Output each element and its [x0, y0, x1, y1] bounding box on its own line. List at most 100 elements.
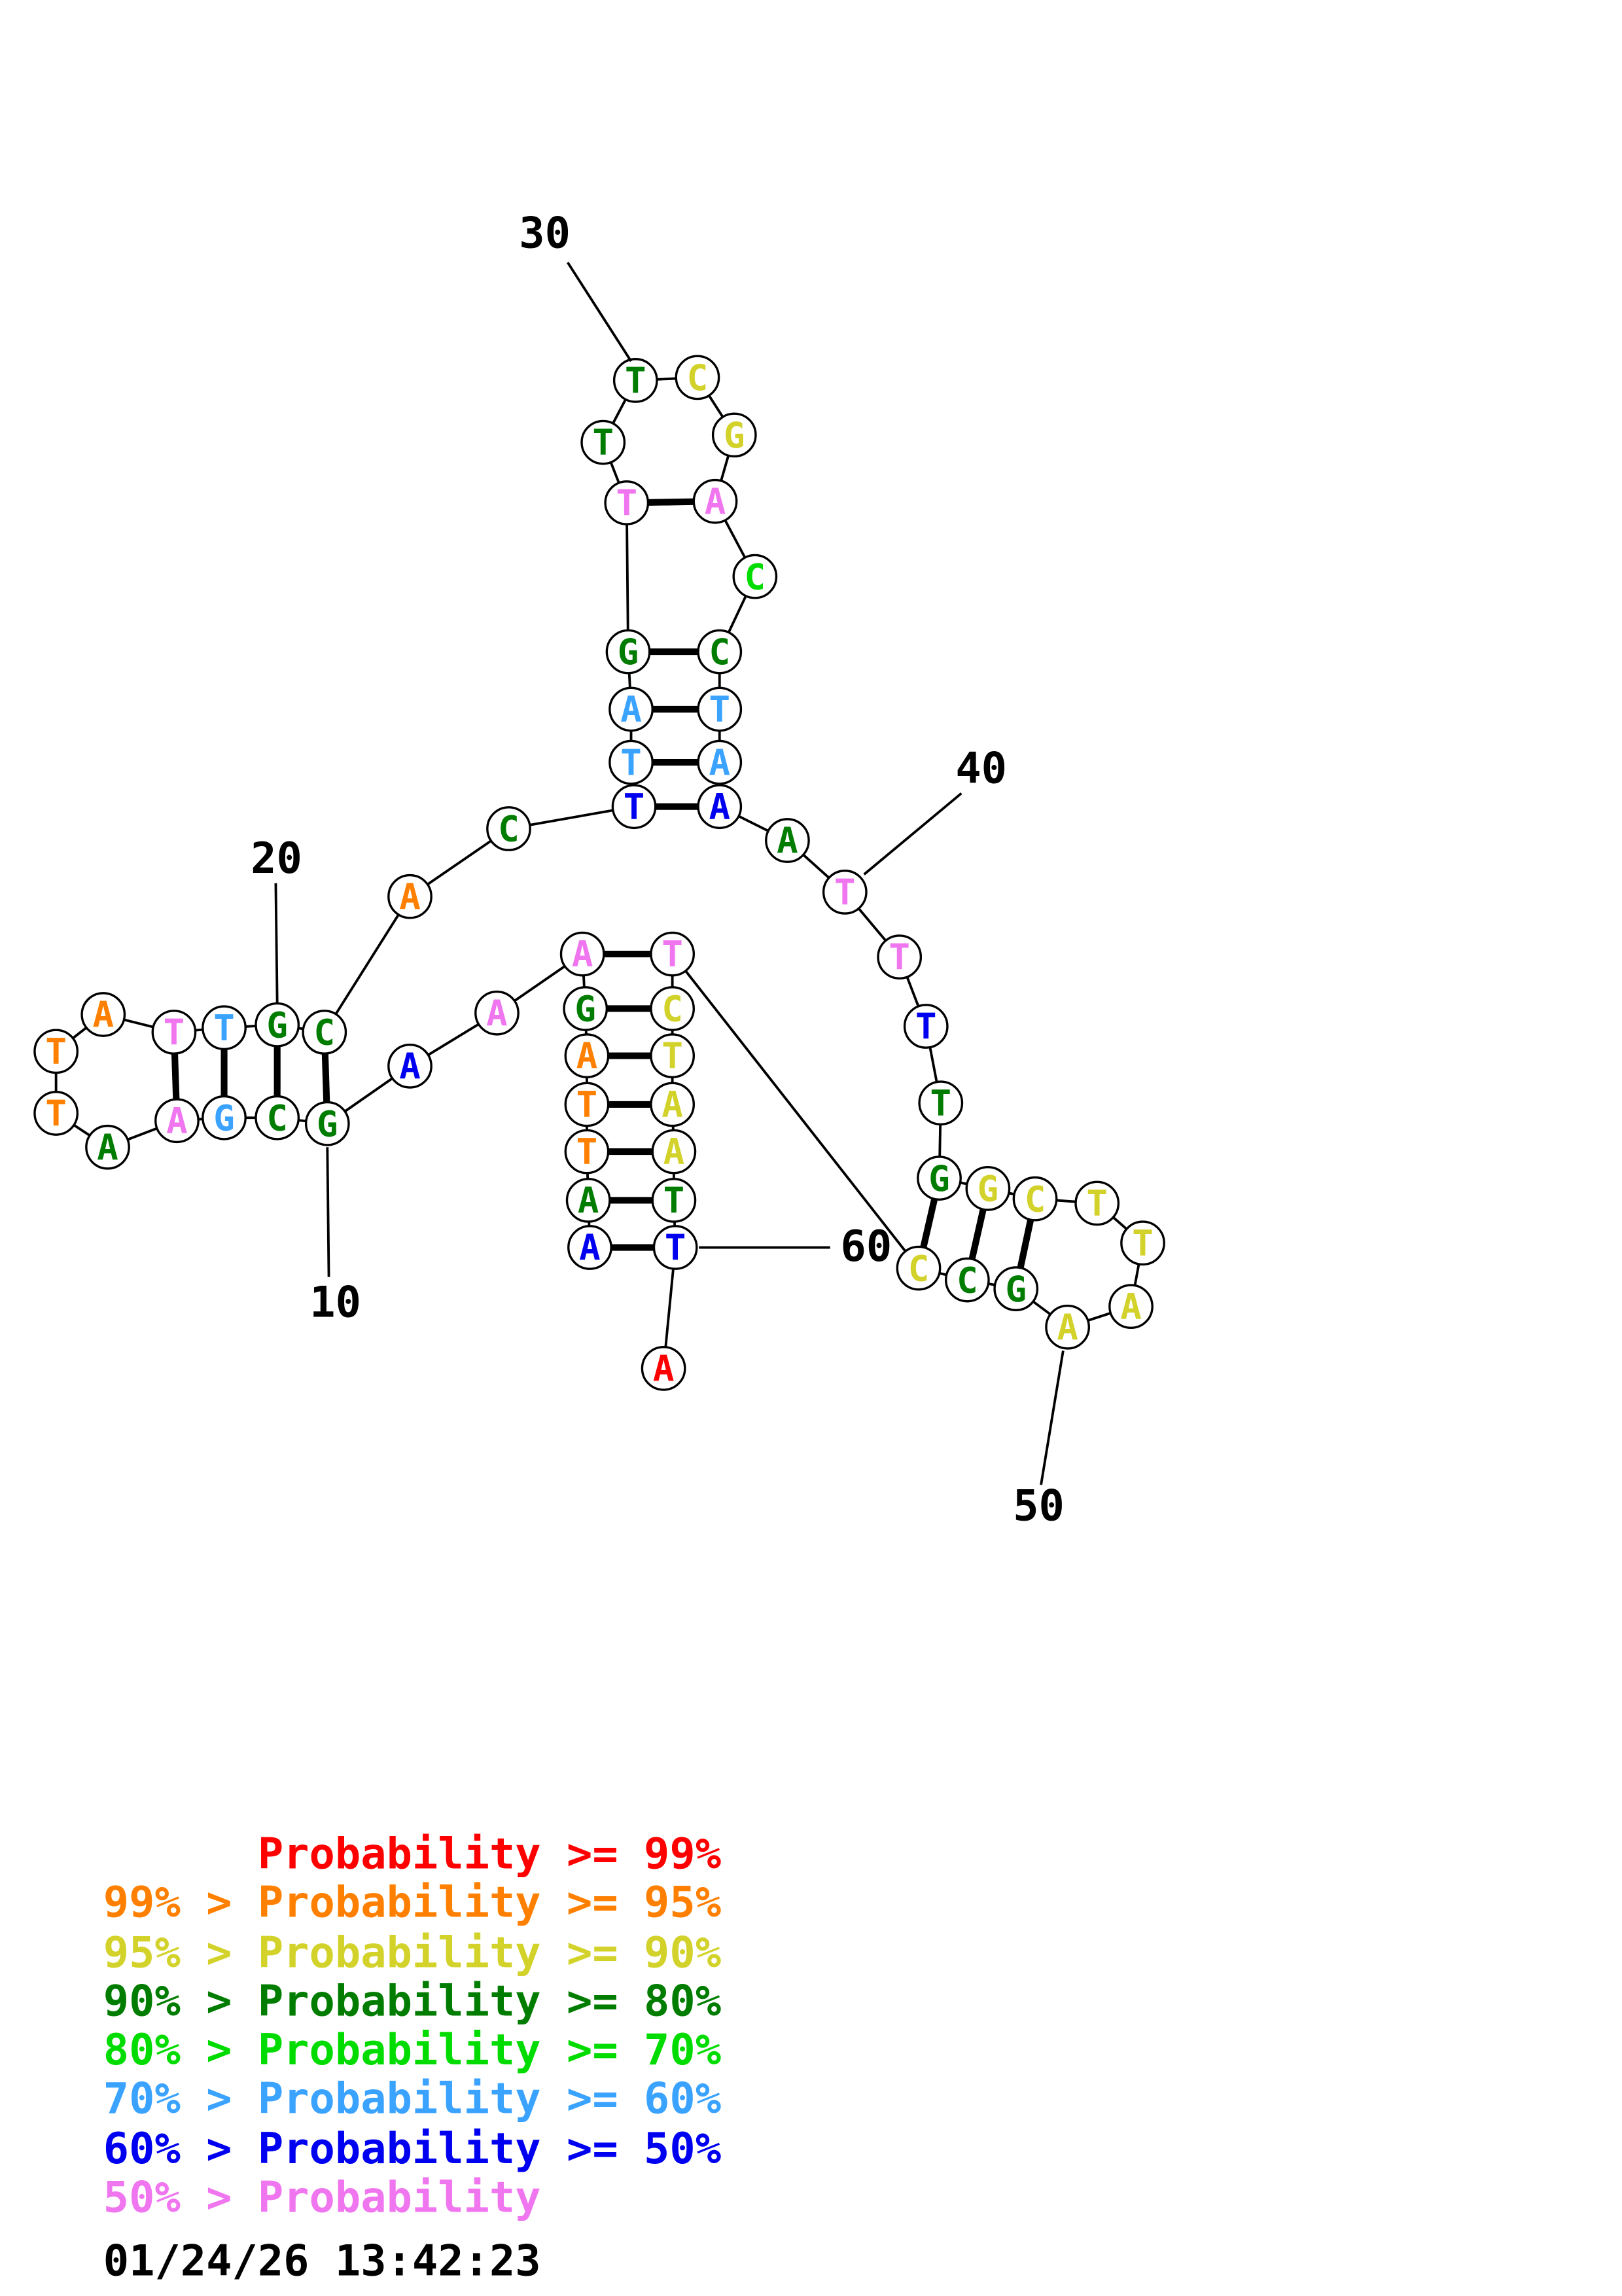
nucleotide-circle	[564, 1033, 610, 1078]
legend-entry: 80% > Probability >= 70%	[103, 2024, 722, 2075]
nucleotide-base: A	[661, 1084, 683, 1125]
sequence-position-label: 30	[519, 209, 571, 258]
legend-entry: Probability >= 99%	[103, 1828, 722, 1879]
nucleotide-base: A	[709, 786, 730, 828]
nucleotide-circle	[675, 355, 720, 400]
nucleotide-circle	[641, 1345, 686, 1391]
label-leader-line	[1040, 1350, 1065, 1485]
nucleotide-base: A	[166, 1101, 188, 1142]
nucleotide-circle	[697, 739, 743, 785]
nucleotide-circle	[202, 1005, 247, 1051]
nucleotide-circle	[652, 1225, 698, 1270]
nucleotide-circle	[822, 870, 868, 915]
nucleotide-base: T	[213, 1008, 235, 1049]
nucleotide-circle	[896, 1245, 942, 1291]
nucleotide-base: T	[576, 1084, 598, 1125]
legend-entry: 70% > Probability >= 60%	[103, 2074, 722, 2125]
nucleotide-circle	[564, 1082, 610, 1127]
sequence-position-label: 20	[251, 834, 302, 883]
nucleotide-circle	[918, 1080, 964, 1126]
nucleotide-base: T	[45, 1031, 67, 1072]
legend-entry: 95% > Probability >= 90%	[103, 1926, 722, 1977]
nucleotide-base: G	[213, 1097, 235, 1139]
nucleotide-base: A	[653, 1348, 675, 1389]
nucleotide-circle	[944, 1257, 990, 1303]
nucleotide-base: T	[624, 786, 645, 828]
nucleotide-base: G	[574, 989, 596, 1030]
nucleotide-base: T	[592, 422, 614, 463]
label-leader-line	[326, 1147, 330, 1277]
nucleotide-circle	[1120, 1220, 1165, 1266]
nucleotide-base: G	[618, 631, 639, 673]
nucleotide-circle	[302, 1010, 347, 1055]
nucleotide-circle	[486, 806, 531, 851]
nucleotide-circle	[650, 986, 696, 1031]
nucleotide-base: C	[745, 556, 766, 597]
nucleotide-base: T	[625, 361, 646, 402]
nucleotide-base: T	[665, 1227, 686, 1269]
nucleotide-circle	[154, 1098, 200, 1144]
nucleotide-base: T	[663, 1180, 685, 1222]
nucleotide-circle	[650, 1033, 696, 1078]
nucleotide-base: A	[705, 481, 726, 522]
nucleotide-base: A	[1057, 1307, 1078, 1348]
nucleotide-circle	[917, 1156, 962, 1201]
nucleotide-circle	[33, 1091, 79, 1136]
timestamp: 01/24/26 13:42:23	[103, 2235, 541, 2286]
nucleotide-base: T	[164, 1012, 185, 1053]
nucleotide-circle	[692, 478, 738, 524]
nucleotide-circle	[387, 1043, 432, 1089]
nucleotide-base: T	[1132, 1223, 1154, 1264]
nucleotide-base: A	[92, 995, 114, 1036]
nucleotide-circle	[304, 1101, 350, 1146]
nucleotide-base: C	[498, 809, 520, 850]
legend-entry: 60% > Probability >= 50%	[103, 2123, 722, 2174]
nucleotide-base: A	[486, 993, 508, 1034]
pair-bonds	[170, 498, 1038, 1290]
nucleotide-base: T	[889, 937, 910, 978]
nucleotide-base: T	[45, 1093, 67, 1135]
label-leader-line	[863, 792, 962, 875]
nucleotide-base: A	[399, 1046, 421, 1087]
nucleotide-base: C	[687, 357, 709, 398]
nucleotide-circle	[563, 986, 608, 1031]
nucleotide-circle	[202, 1095, 247, 1140]
nucleotide-circle	[80, 992, 126, 1037]
nucleotide-base: T	[915, 1006, 937, 1048]
label-leader-line	[274, 883, 279, 1003]
nucleotide-base: T	[620, 742, 642, 783]
nucleotide-base: A	[572, 934, 593, 975]
nucleotide-circle	[33, 1029, 79, 1074]
nucleotide-base: T	[576, 1131, 598, 1173]
backbone-segment	[625, 503, 629, 652]
nucleotide-base: G	[1005, 1269, 1027, 1310]
nucleotide-base: A	[97, 1127, 118, 1168]
nucleotide-base: A	[620, 689, 642, 730]
nucleotide-base: T	[834, 872, 856, 913]
nucleotide-base: T	[661, 1036, 683, 1077]
nucleotide-base: A	[399, 876, 421, 917]
nucleotide-base: C	[709, 631, 730, 673]
nucleotide-circle	[85, 1124, 130, 1170]
nucleotide-base: T	[709, 689, 730, 730]
nucleotide-circle	[903, 1004, 949, 1049]
nucleotide-circle	[567, 1225, 612, 1270]
nucleotide-base: C	[908, 1248, 930, 1289]
nucleotide-circle	[605, 629, 651, 675]
nucleotide-base: G	[928, 1158, 950, 1199]
nucleotide-circle	[612, 358, 658, 403]
nucleotide-base: C	[1025, 1178, 1046, 1220]
nucleotide-circle	[565, 1178, 611, 1223]
nucleotide-circle	[697, 629, 743, 675]
sequence-position-label: 60	[841, 1222, 892, 1271]
nucleotide-base: T	[930, 1083, 952, 1124]
nucleotide-circle	[765, 818, 810, 863]
nucleotide-base: T	[1086, 1183, 1108, 1224]
nucleotide-circle	[580, 419, 626, 465]
nucleotide-circle	[255, 1095, 300, 1140]
legend-entry: 90% > Probability >= 80%	[103, 1975, 722, 2026]
nucleotide-circle	[651, 1129, 697, 1174]
nucleotide-base: A	[1120, 1286, 1142, 1328]
